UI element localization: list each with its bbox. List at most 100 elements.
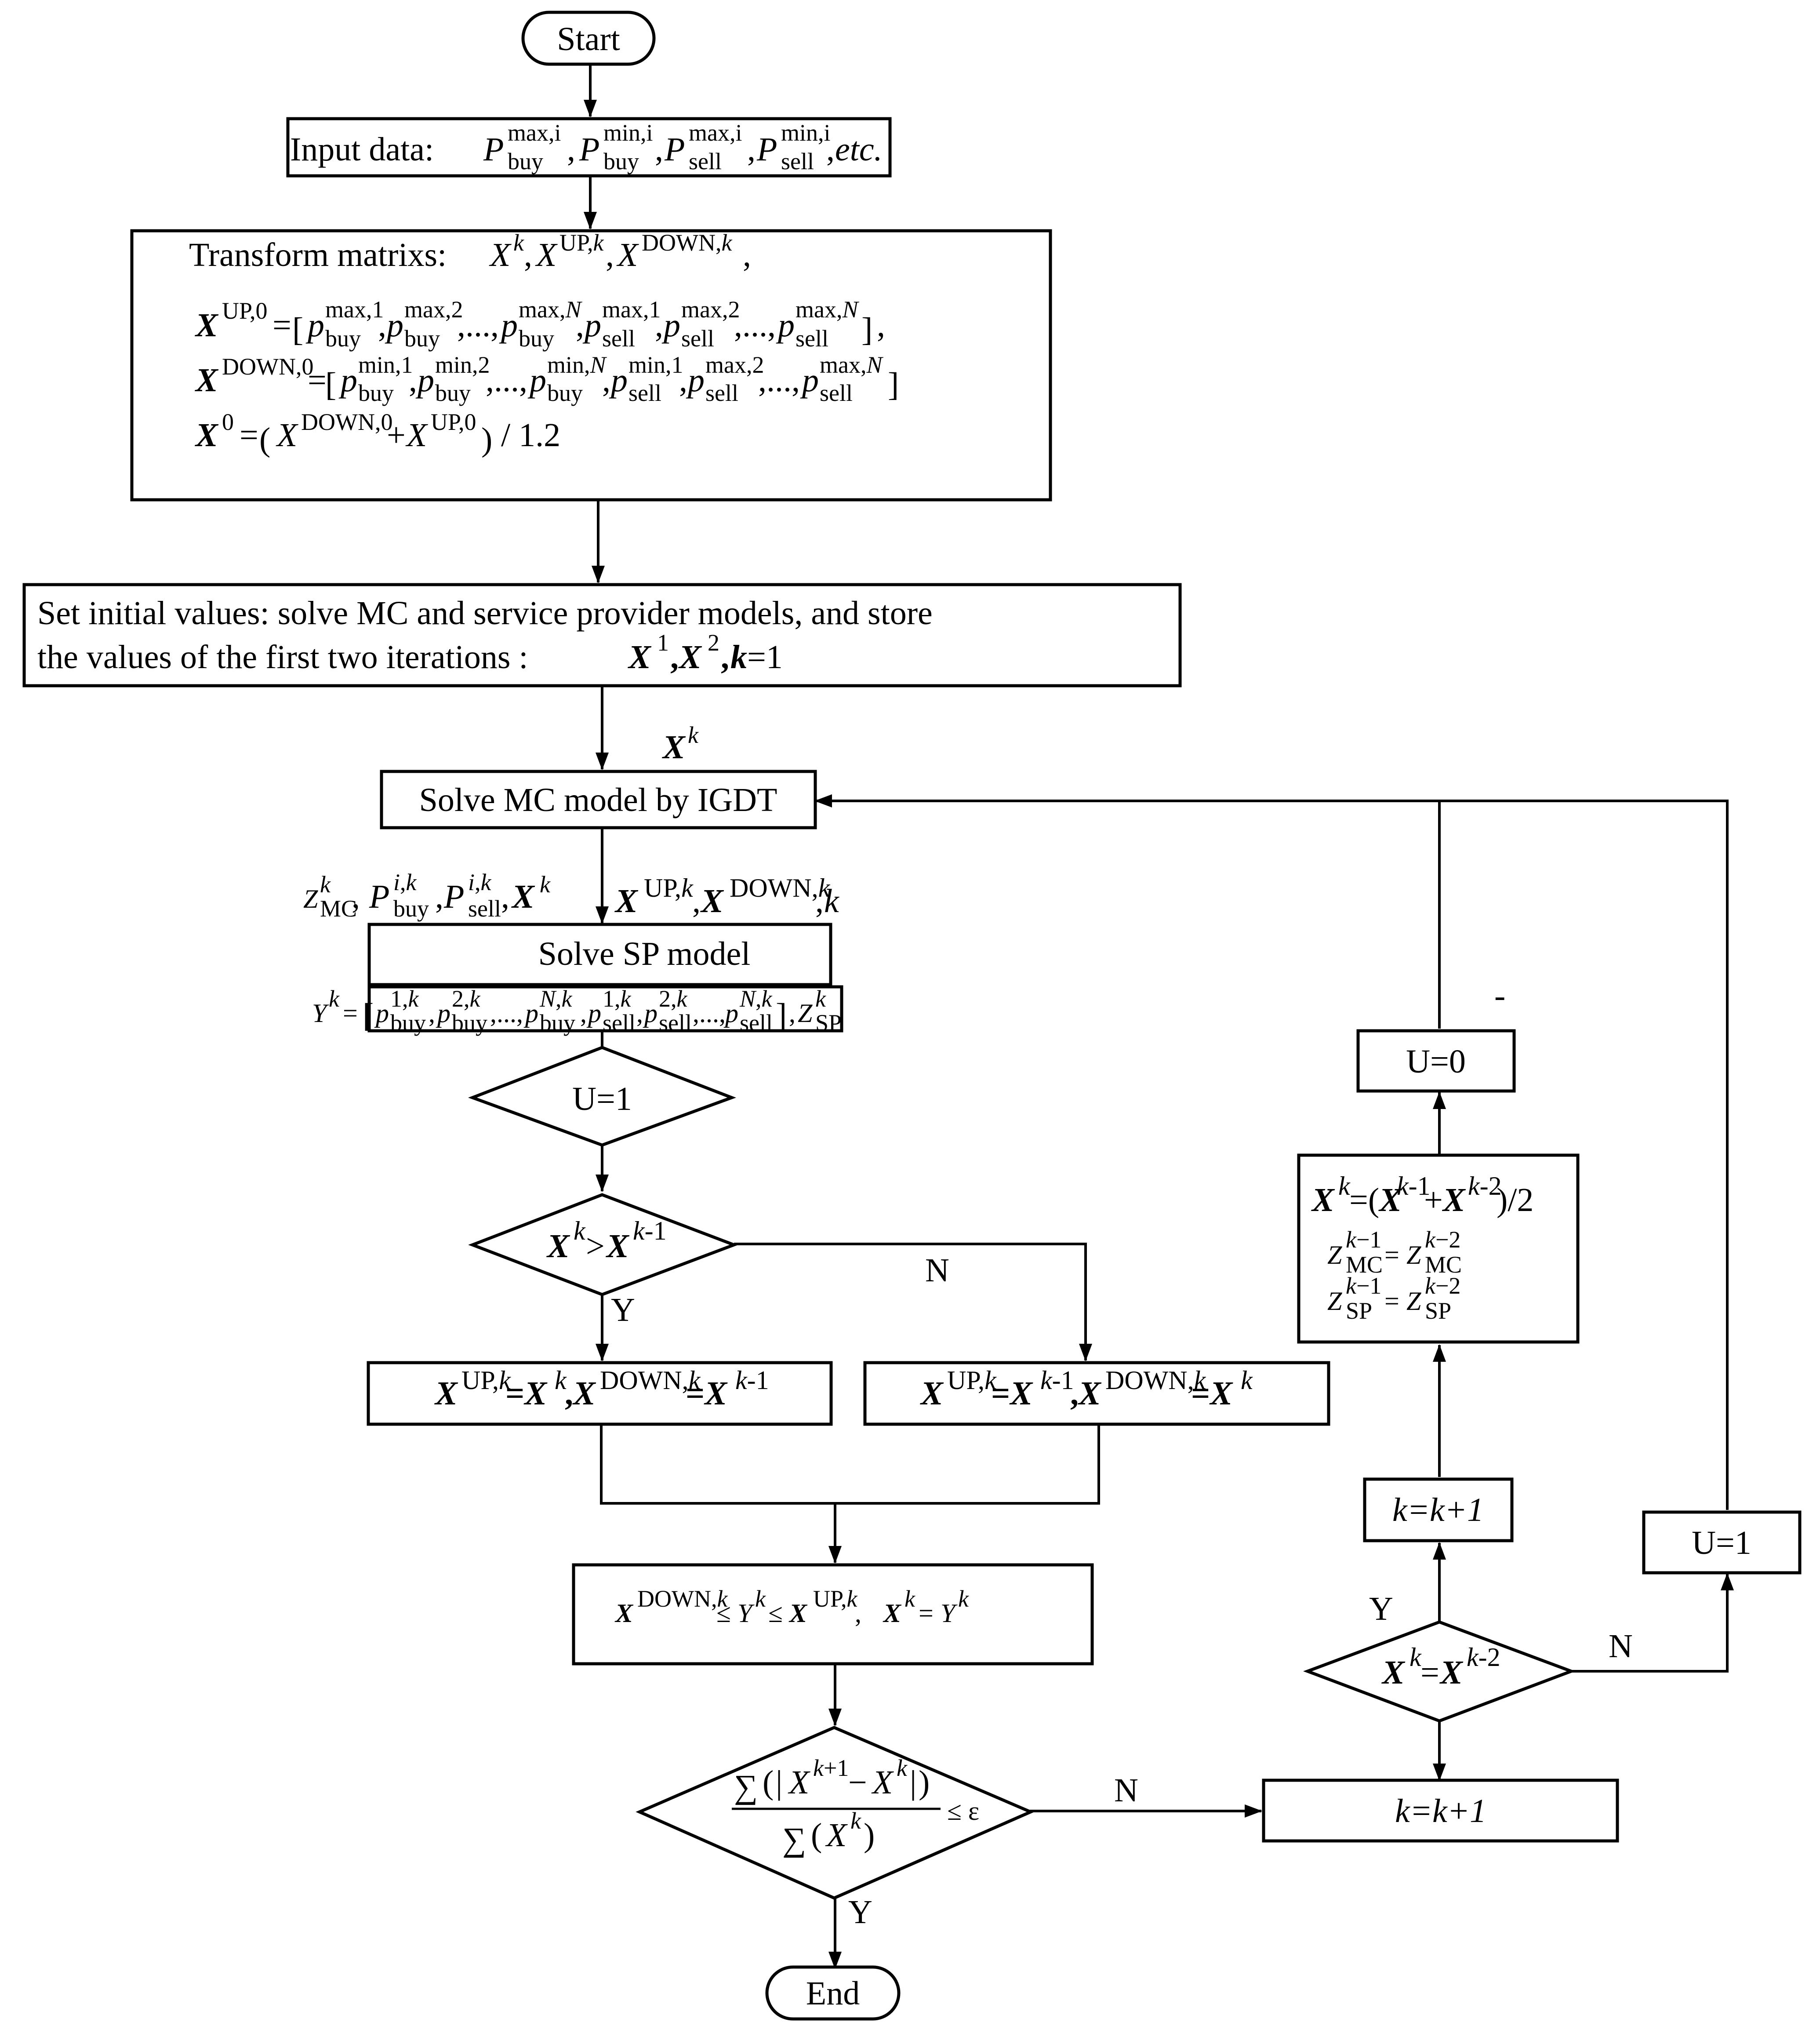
k-increment-bottom-box: k=k+1 — [1262, 1778, 1619, 1843]
svg-text:X: X — [405, 417, 428, 454]
svg-text:(: ( — [811, 1817, 822, 1854]
u0-box: U=0 — [1356, 1029, 1516, 1093]
svg-text:|: | — [776, 1764, 782, 1801]
svg-text:k: k — [905, 1586, 915, 1612]
svg-text:k: k — [555, 1366, 567, 1395]
svg-text:,...,: ,..., — [734, 307, 776, 344]
svg-text:UP,k: UP,k — [947, 1366, 997, 1395]
svg-text:=: = — [1420, 1654, 1439, 1691]
svg-text:UP,k: UP,k — [813, 1586, 858, 1612]
svg-text:k: k — [897, 1755, 908, 1781]
svg-text:,: , — [743, 236, 751, 273]
svg-text:,: , — [670, 639, 679, 676]
svg-text:,: , — [602, 362, 610, 399]
solve-sp-inputs-left: Z k MC , P i,k buy , P i,k sell , X k — [303, 869, 551, 922]
svg-text:sell: sell — [820, 380, 853, 406]
svg-text:,: , — [655, 131, 663, 168]
svg-text:k-2: k-2 — [1468, 1171, 1502, 1200]
svg-text:N,k: N,k — [539, 986, 573, 1012]
svg-text:UP,k: UP,k — [559, 229, 604, 256]
svg-text:X: X — [788, 1764, 810, 1801]
svg-text:DOWN,k: DOWN,k — [1105, 1366, 1206, 1395]
edge-label-n-xkeq: N — [1609, 1628, 1633, 1665]
svg-text:min,i: min,i — [781, 120, 831, 146]
svg-text:sell: sell — [689, 148, 722, 175]
init-box: Set initial values: solve MC and service… — [22, 583, 1182, 687]
svg-text:1,k: 1,k — [390, 986, 419, 1012]
svg-text:P: P — [664, 131, 685, 168]
svg-text:MC: MC — [1425, 1251, 1462, 1278]
svg-text:p: p — [499, 307, 518, 344]
svg-text:∑: ∑ — [734, 1768, 758, 1805]
svg-text:Z: Z — [303, 884, 318, 913]
svg-text:p: p — [305, 307, 324, 344]
start-terminal: Start — [521, 11, 656, 66]
svg-text:,...,: ,..., — [758, 362, 800, 399]
svg-text:X: X — [678, 639, 702, 676]
solve-sp-box: Solve SP model — [367, 923, 832, 986]
solve-sp-output: Y k = [ p 1,k buy , p 2,k buy ,..., p N,… — [312, 985, 843, 1036]
svg-text:max,i: max,i — [508, 120, 561, 146]
svg-text:X: X — [195, 362, 219, 399]
svg-text:X: X — [1381, 1654, 1406, 1691]
input-suffix: etc. — [835, 131, 883, 168]
svg-text:]: ] — [888, 366, 899, 403]
svg-text:SP: SP — [815, 1010, 842, 1036]
bounds-box: X DOWN,k ≤ Y k ≤ X UP,k , X k = Y k — [572, 1563, 1094, 1666]
svg-text:k−1: k−1 — [1346, 1273, 1381, 1299]
svg-text:min,1: min,1 — [628, 352, 683, 378]
svg-text:p: p — [661, 307, 680, 344]
svg-text:p: p — [582, 307, 601, 344]
svg-text:k: k — [574, 1216, 586, 1245]
svg-text:,: , — [606, 236, 614, 273]
svg-text:+: + — [387, 417, 406, 454]
svg-text:X: X — [1311, 1182, 1335, 1218]
svg-text:,: , — [524, 236, 532, 273]
svg-text:X: X — [662, 729, 686, 766]
svg-text:X: X — [920, 1375, 944, 1412]
svg-text:): ) — [919, 1764, 930, 1801]
svg-text:,: , — [409, 362, 417, 399]
svg-text:X: X — [606, 1228, 630, 1265]
svg-text:X: X — [434, 1375, 458, 1412]
average-box: X k =(X k-1 +X k-2 )/2 Z k−1 MC = Z k−2 … — [1297, 1153, 1580, 1344]
edge-merge-left — [600, 1424, 1100, 1505]
svg-text:k: k — [824, 883, 839, 920]
svg-text:[: [ — [363, 997, 374, 1034]
svg-text:sell: sell — [659, 1010, 692, 1036]
edge-label-y-xkgt: Y — [611, 1291, 635, 1328]
svg-text:max,i: max,i — [689, 120, 742, 146]
svg-text:sell: sell — [602, 325, 635, 352]
svg-text:X: X — [616, 236, 639, 273]
svg-text:MC: MC — [320, 895, 357, 922]
svg-text:sell: sell — [705, 380, 738, 406]
svg-text:,: , — [855, 1599, 861, 1628]
svg-text:max,N: max,N — [519, 296, 582, 323]
svg-text:DOWN,0: DOWN,0 — [301, 409, 392, 435]
svg-text:Z: Z — [1406, 1287, 1421, 1316]
converge-rhs: ≤ ε — [947, 1797, 979, 1826]
svg-text:,: , — [692, 883, 701, 920]
svg-text:p: p — [385, 307, 403, 344]
svg-text:p: p — [776, 307, 795, 344]
svg-text:P: P — [483, 131, 504, 168]
svg-text:k−1: k−1 — [1346, 1226, 1381, 1253]
svg-text:,: , — [580, 999, 587, 1028]
svg-text:−: − — [848, 1764, 867, 1801]
svg-text:k-1: k-1 — [735, 1366, 769, 1395]
svg-text:max,2: max,2 — [705, 352, 764, 378]
svg-text:,...,: ,..., — [486, 362, 527, 399]
svg-text:buy: buy — [452, 1010, 487, 1036]
svg-text:∑: ∑ — [782, 1821, 806, 1858]
svg-text:,...,: ,..., — [457, 307, 499, 344]
svg-text:k: k — [513, 229, 524, 256]
edge-label-y-xkeq: Y — [1369, 1590, 1393, 1627]
transform-box: Transform matrixs: X k , X UP,k , X DOWN… — [130, 229, 1052, 502]
svg-text:,: , — [815, 883, 824, 920]
svg-text:buy: buy — [404, 325, 440, 352]
svg-text:]: ] — [776, 997, 787, 1034]
svg-text:N,k: N,k — [739, 986, 773, 1012]
svg-text:buy: buy — [603, 148, 639, 175]
svg-text:X: X — [614, 883, 639, 920]
